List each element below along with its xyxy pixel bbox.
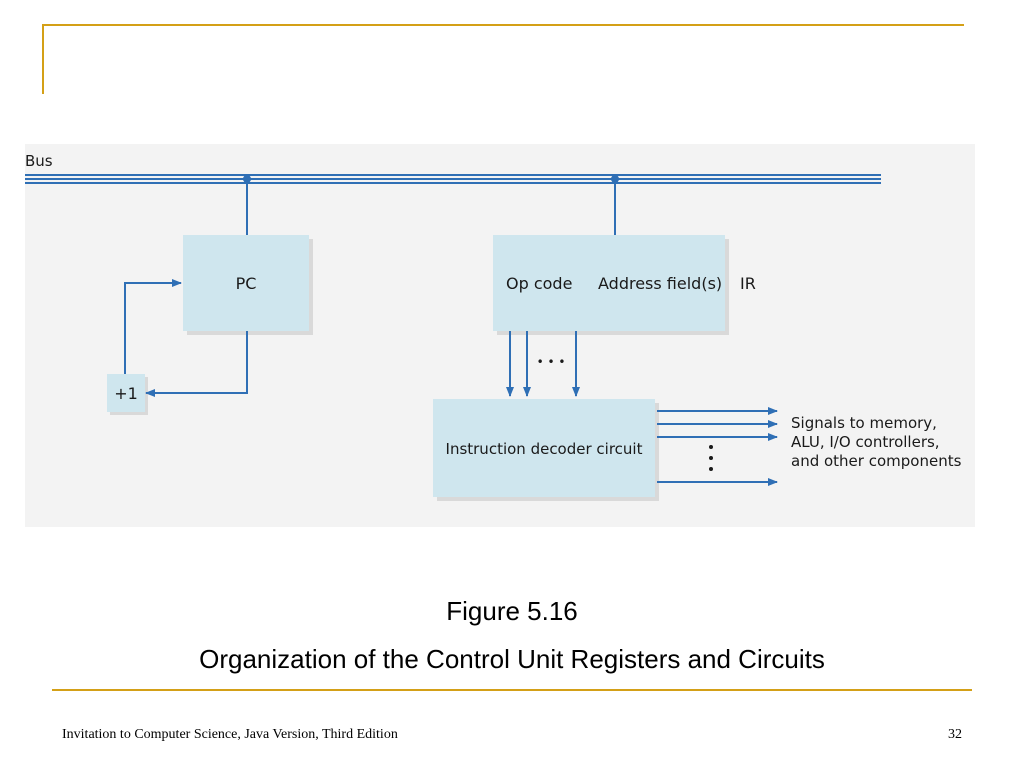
bus-line <box>25 174 881 184</box>
signals-line-1: Signals to memory, <box>791 414 937 432</box>
signal-vertical-ellipsis <box>709 445 713 471</box>
increment-box: +1 <box>107 374 148 415</box>
pc-to-increment-arrow <box>145 331 248 397</box>
footer-rule <box>52 689 972 691</box>
signals-description: Signals to memory, ALU, I/O controllers,… <box>791 414 962 470</box>
instruction-register: Op code Address field(s) <box>493 235 729 335</box>
figure-number: Figure 5.16 <box>446 596 578 626</box>
bus-label: Bus <box>25 152 53 170</box>
footer-book-title: Invitation to Computer Science, Java Ver… <box>62 727 398 742</box>
frame-top-rule <box>42 24 964 26</box>
increment-label: +1 <box>114 384 138 403</box>
opcode-label: Op code <box>506 274 572 293</box>
increment-to-pc-arrow <box>124 279 182 374</box>
figure-title: Organization of the Control Unit Registe… <box>199 644 825 674</box>
page-number: 32 <box>948 727 962 742</box>
address-field-label: Address field(s) <box>598 274 722 293</box>
diagram-svg: Bus PC +1 <box>25 144 975 527</box>
signals-line-2: ALU, I/O controllers, <box>791 433 940 451</box>
pc-label: PC <box>236 274 257 293</box>
instruction-decoder: Instruction decoder circuit <box>433 399 659 501</box>
signals-line-3: and other components <box>791 452 962 470</box>
frame-left-rule <box>42 24 44 94</box>
pc-register: PC <box>183 235 313 335</box>
decoder-label: Instruction decoder circuit <box>446 440 643 458</box>
decoder-input-ellipsis: • • • <box>537 355 566 369</box>
control-unit-diagram: Bus PC +1 <box>25 144 975 527</box>
ir-label: IR <box>740 274 756 293</box>
